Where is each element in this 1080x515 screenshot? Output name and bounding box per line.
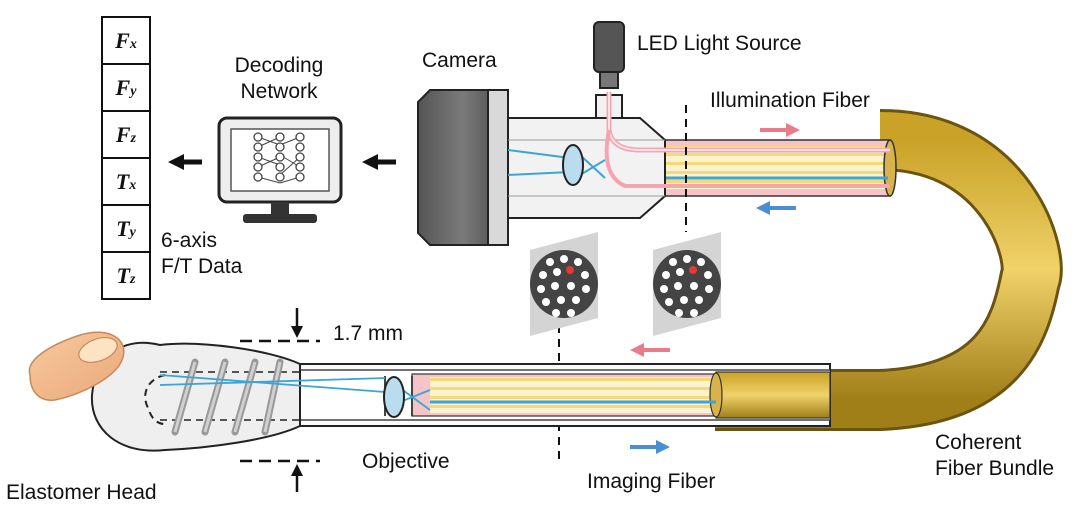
decoding-network-label-line1: Decoding [234,54,324,77]
coherent-fiber-bundle [715,109,1063,431]
imaging-arrow-right [630,440,670,454]
fiber-cross-section-right [653,232,721,336]
elastomer-head [90,341,431,452]
finger [28,331,125,401]
decoding-network-label-line2: Network [240,80,318,103]
imaging-fiber-label: Imaging Fiber [587,470,716,493]
flow-arrow-network-to-data [168,154,202,170]
objective-lens [383,376,405,418]
monitor [217,116,343,223]
led-light-source-label: LED Light Source [637,32,802,55]
led-light-source [593,21,890,188]
objective-label: Objective [362,450,450,473]
camera [417,89,666,246]
illumination-arrow-left [630,343,670,357]
elastomer-head-label: Elastomer Head [6,481,157,504]
camera-label: Camera [422,49,497,72]
coherent-fiber-bundle-label-line2: Fiber Bundle [935,457,1055,480]
illumination-arrow-right [760,123,800,137]
ft-data-label-line1: 6-axis [161,229,218,252]
illumination-fiber-label: Illumination Fiber [710,89,870,112]
flow-arrow-camera-to-network [362,154,396,170]
ft-data-label-line2: F/T Data [161,255,243,278]
dimension-marker [240,308,320,492]
camera-lens [562,144,584,186]
imaging-arrow-left [756,201,796,215]
coherent-fiber-bundle-label-line1: Coherent [935,431,1022,454]
fiber-cross-section-left [530,232,598,336]
dimension-label: 1.7 mm [333,322,404,345]
